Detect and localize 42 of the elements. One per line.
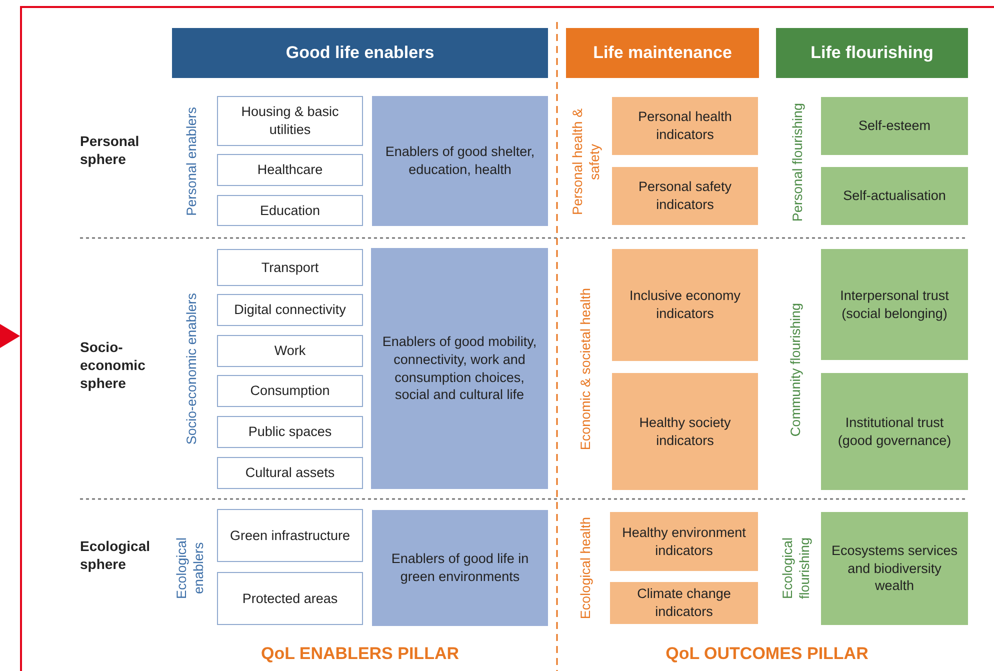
- enabler-box: Healthcare: [217, 154, 363, 186]
- enabler-box: Education: [217, 195, 363, 226]
- pillar-label: QoL ENABLERS PILLAR: [260, 644, 460, 664]
- summary-box: Enablers of good shelter, education, health: [372, 96, 548, 226]
- indicator-box: Personal health indicators: [612, 97, 758, 155]
- group-label: Ecological enablers: [174, 536, 207, 601]
- group-label: Personal health & safety: [570, 108, 603, 218]
- summary-box: Enablers of good life in green environments: [372, 510, 548, 626]
- column-header: Life maintenance: [566, 28, 759, 78]
- enabler-box: Protected areas: [217, 572, 363, 625]
- outcome-box: Self-esteem: [821, 97, 968, 155]
- column-header: Good life enablers: [172, 28, 548, 78]
- row-label: Personal sphere: [80, 132, 140, 168]
- indicator-box: Climate change indicators: [610, 582, 758, 624]
- outcome-box: Interpersonal trust (social belonging): [821, 249, 968, 360]
- group-label: Personal enablers: [184, 106, 200, 216]
- group-label: Community flourishing: [788, 302, 804, 436]
- row-label: Ecological sphere: [80, 536, 152, 574]
- group-label: Ecological health: [578, 517, 594, 620]
- indicator-box: Healthy environment indicators: [610, 512, 758, 571]
- outcome-box: Ecosystems services and biodiversity wealth: [821, 512, 968, 625]
- group-label: Economic & societal health: [578, 288, 594, 451]
- column-header: Life flourishing: [776, 28, 968, 78]
- enabler-box: Digital connectivity: [217, 294, 363, 326]
- indicator-box: Healthy society indicators: [612, 373, 758, 490]
- outcome-box: Self-actualisation: [821, 167, 968, 225]
- enabler-box: Cultural assets: [217, 457, 363, 489]
- enabler-box: Public spaces: [217, 416, 363, 448]
- enabler-box: Consumption: [217, 375, 363, 407]
- row-label: Socio-economic sphere: [80, 338, 146, 392]
- summary-box: Enablers of good mobility, connectivity, work and consumption choices, social and cultural life: [371, 248, 548, 489]
- group-label: Socio-economic enablers: [184, 293, 200, 445]
- enabler-box: Green infrastructure: [217, 509, 363, 562]
- enabler-box: Transport: [217, 249, 363, 286]
- indicator-box: Inclusive economy indicators: [612, 249, 758, 361]
- indicator-box: Personal safety indicators: [612, 167, 758, 225]
- outcome-box: Institutional trust (good governance): [821, 373, 968, 490]
- enabler-box: Work: [217, 335, 363, 367]
- pillar-label: QoL OUTCOMES PILLAR: [666, 644, 868, 664]
- enabler-box: Housing & basic utilities: [217, 96, 363, 146]
- group-label: Personal flourishing: [790, 102, 806, 222]
- group-label: Ecological flourishing: [780, 536, 813, 602]
